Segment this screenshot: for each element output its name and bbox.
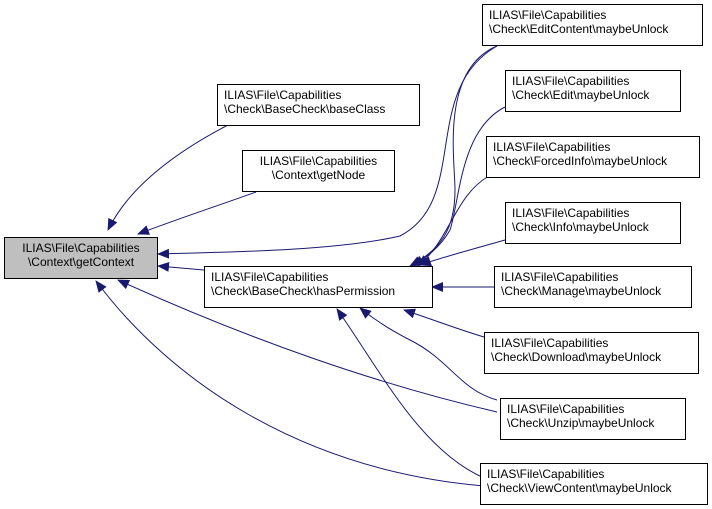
node-unzip-line1: ILIAS\File\Capabilities — [507, 402, 625, 416]
node-viewContent-line1: ILIAS\File\Capabilities — [487, 467, 605, 481]
node-unzip-line2: \Check\Unzip\maybeUnlock — [507, 416, 655, 430]
edge-baseClass-getContext — [107, 124, 229, 231]
node-download-line1: ILIAS\File\Capabilities — [491, 336, 609, 350]
node-download[interactable]: ILIAS\File\Capabilities \Check\Download\… — [484, 332, 699, 374]
node-info-line2: \Check\Info\maybeUnlock — [512, 220, 649, 234]
node-manage[interactable]: ILIAS\File\Capabilities \Check\Manage\ma… — [494, 266, 692, 308]
edge-info-hasPermission — [419, 239, 506, 267]
node-getContext-line2: \Context\getContext — [27, 255, 135, 269]
node-edit-line1: ILIAS\File\Capabilities — [512, 74, 630, 88]
node-viewContent[interactable]: ILIAS\File\Capabilities \Check\ViewConte… — [480, 463, 708, 505]
node-baseClass-line2: \Check\BaseCheck\baseClass — [224, 102, 386, 116]
node-editContent-line1: ILIAS\File\Capabilities — [489, 8, 607, 22]
node-editContent-line2: \Check\EditContent\maybeUnlock — [489, 22, 669, 36]
node-hasPermission-line2: \Check\BaseCheck\hasPermission — [211, 284, 396, 298]
edge-hasPermission-getContext — [157, 261, 205, 272]
node-hasPermission[interactable]: ILIAS\File\Capabilities \Check\BaseCheck… — [204, 266, 433, 308]
edge-editContent-hasPermission — [409, 45, 498, 267]
edge-getNode-getContext — [137, 191, 257, 235]
node-unzip[interactable]: ILIAS\File\Capabilities \Check\Unzip\may… — [500, 398, 686, 440]
node-hasPermission-line1: ILIAS\File\Capabilities — [211, 270, 329, 284]
edge-unzip-hasPermission — [359, 307, 498, 401]
node-getNode[interactable]: ILIAS\File\Capabilities \Context\getNode — [242, 150, 395, 192]
edge-edit-hasPermission — [412, 106, 506, 267]
edge-viewContent-hasPermission — [336, 308, 485, 479]
node-forcedInfo[interactable]: ILIAS\File\Capabilities \Check\ForcedInf… — [486, 136, 700, 178]
node-getContext[interactable]: ILIAS\File\Capabilities \Context\getCont… — [4, 237, 158, 279]
node-info-line1: ILIAS\File\Capabilities — [512, 206, 630, 220]
node-edit[interactable]: ILIAS\File\Capabilities \Check\Edit\mayb… — [505, 70, 681, 112]
edge-viewContent-getContext — [95, 280, 485, 487]
node-download-line2: \Check\Download\maybeUnlock — [491, 350, 662, 364]
node-baseClass-line1: ILIAS\File\Capabilities — [224, 88, 342, 102]
node-forcedInfo-line1: ILIAS\File\Capabilities — [493, 140, 611, 154]
node-editContent[interactable]: ILIAS\File\Capabilities \Check\EditConte… — [482, 4, 703, 46]
node-edit-line2: \Check\Edit\maybeUnlock — [512, 88, 650, 102]
edge-unzip-getContext — [117, 279, 498, 413]
node-info[interactable]: ILIAS\File\Capabilities \Check\Info\mayb… — [505, 202, 681, 244]
node-getContext-line1: ILIAS\File\Capabilities — [22, 241, 140, 255]
node-getNode-line2: \Context\getNode — [271, 168, 366, 182]
node-baseClass[interactable]: ILIAS\File\Capabilities \Check\BaseCheck… — [217, 84, 420, 126]
edge-download-hasPermission — [403, 308, 485, 338]
edge-forcedInfo-hasPermission — [417, 175, 490, 267]
node-getNode-line1: ILIAS\File\Capabilities — [259, 154, 378, 168]
node-viewContent-line2: \Check\ViewContent\maybeUnlock — [487, 481, 672, 495]
node-manage-line1: ILIAS\File\Capabilities — [501, 270, 619, 284]
node-forcedInfo-line2: \Check\ForcedInfo\maybeUnlock — [493, 154, 668, 168]
node-manage-line2: \Check\Manage\maybeUnlock — [501, 284, 662, 298]
edge-editContent-getContext — [157, 45, 498, 259]
